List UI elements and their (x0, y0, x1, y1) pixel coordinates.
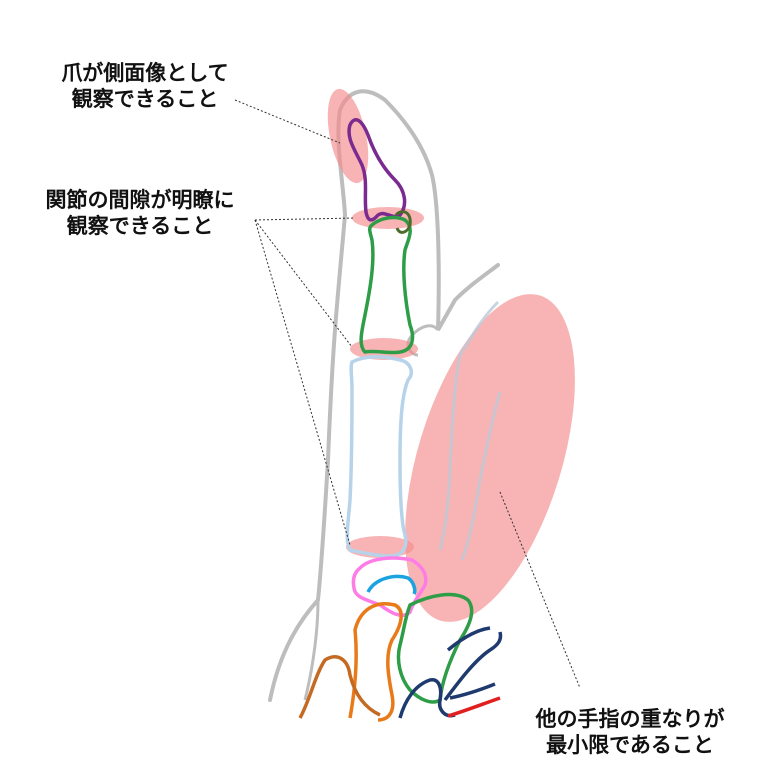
overlap-annotation-line1: 他の手指の重なりが (535, 707, 725, 731)
joint-annotation-line2: 観察できること (66, 214, 214, 238)
distal-phalanx (347, 118, 407, 222)
middle-phalanx (359, 215, 415, 355)
carpal-bone-brown (298, 655, 381, 719)
proximal-phalanx (345, 355, 413, 558)
middle-phalanx-head (394, 210, 412, 234)
leader-line-mcp (254, 219, 351, 546)
nail-annotation-line2: 観察できること (71, 87, 219, 111)
joint-annotation: 関節の間隙が明瞭に 観察できること (20, 187, 260, 239)
leader-line-overlap (499, 491, 581, 689)
nail-annotation-line1: 爪が側面像として (61, 61, 229, 85)
adjacent-finger-outline (438, 300, 500, 551)
leader-line-nail (234, 99, 341, 144)
carpal-bone-red (447, 696, 501, 718)
joint-annotation-line1: 関節の間隙が明瞭に (45, 188, 235, 212)
leader-line-pip (254, 219, 353, 348)
palm-outline (303, 599, 320, 701)
carpal-bone-navy-3 (449, 682, 496, 700)
carpal-bone-navy (398, 678, 456, 719)
carpal-bone-orange (348, 602, 403, 722)
leader-line-dip (254, 217, 356, 221)
metacarpal-head (351, 556, 428, 618)
carpal-bone-top (366, 574, 417, 595)
hand-outline (268, 89, 500, 702)
pip-joint-highlight (350, 338, 418, 360)
adjacent-finger-outline-2 (460, 391, 502, 561)
carpal-bone-navy-2 (443, 626, 503, 702)
other-fingers-highlight (405, 294, 575, 622)
nail-annotation: 爪が側面像として 観察できること (30, 60, 260, 112)
overlap-annotation-line2: 最小限であること (546, 733, 714, 757)
overlap-annotation: 他の手指の重なりが 最小限であること (505, 706, 755, 758)
